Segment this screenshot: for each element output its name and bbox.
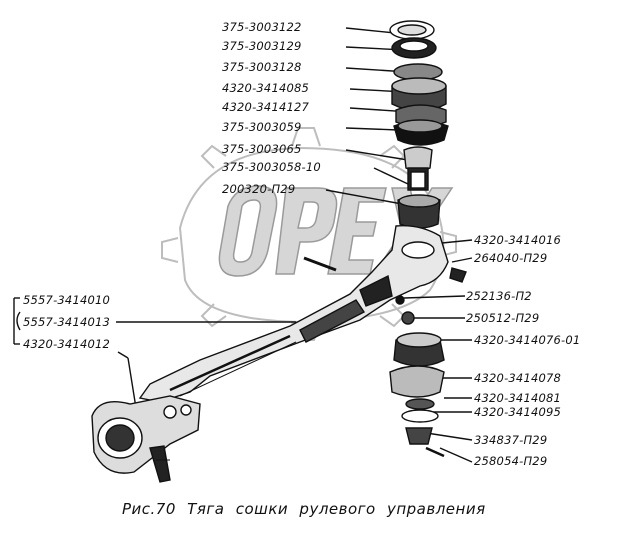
part-label: 4320-3414095 xyxy=(474,405,562,419)
part-label: 4320-3414016 xyxy=(474,233,562,247)
part-label: 200320-П29 xyxy=(222,182,296,196)
part-label: 250512-П29 xyxy=(466,311,540,325)
part-label: 334837-П29 xyxy=(474,433,548,447)
part-label: 375-3003122 xyxy=(222,20,302,34)
figure-caption: Рис.70 Тяга сошки рулевого управления xyxy=(122,500,486,518)
assembly-label: 5557-3414013 xyxy=(23,315,111,329)
assembly-label: 4320-3414012 xyxy=(23,337,111,351)
part-label: 4320-3414076-01 xyxy=(474,333,581,347)
part-label: 375-3003128 xyxy=(222,60,302,74)
part-label: 4320-3414085 xyxy=(222,81,310,95)
part-label: 375-3003059 xyxy=(222,120,302,134)
part-label: 4320-3414127 xyxy=(222,100,310,114)
part-label: 375-3003129 xyxy=(222,39,302,53)
part-label: 264040-П29 xyxy=(474,251,548,265)
part-label: 4320-3414081 xyxy=(474,391,562,405)
part-label: 4320-3414078 xyxy=(474,371,562,385)
assembly-label: 5557-3414010 xyxy=(23,293,111,307)
part-label: 252136-П2 xyxy=(466,289,532,303)
part-label: 258054-П29 xyxy=(474,454,548,468)
part-label: 375-3003065 xyxy=(222,142,302,156)
part-label: 375-3003058-10 xyxy=(222,160,321,174)
